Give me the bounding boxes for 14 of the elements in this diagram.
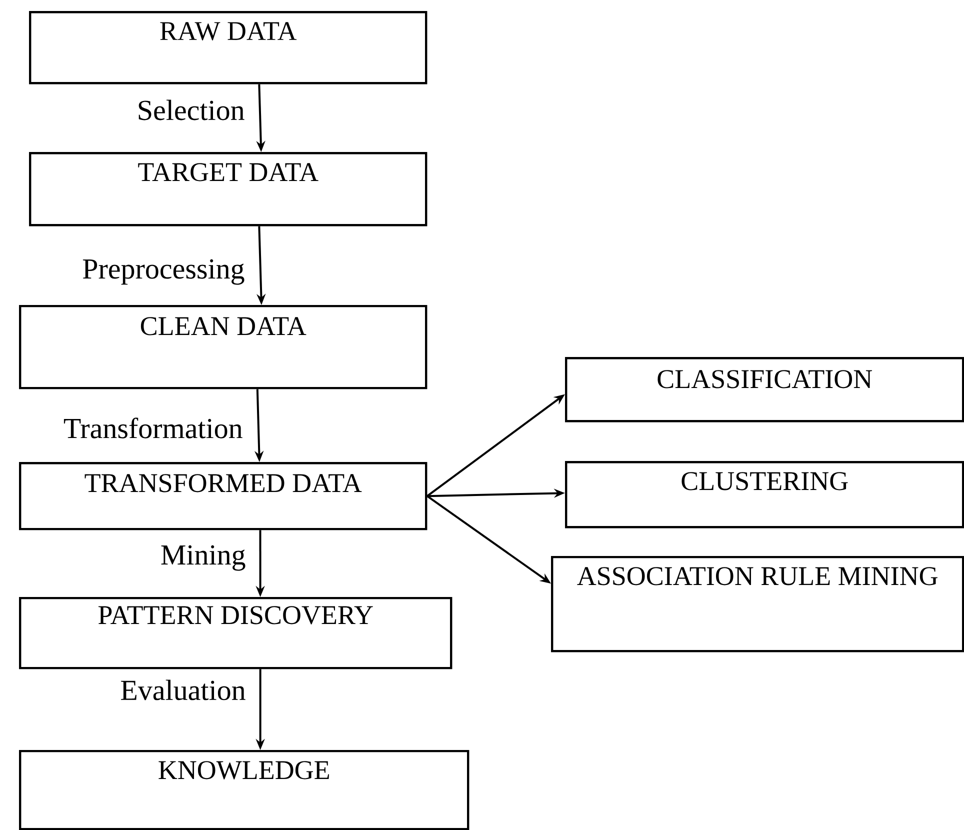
edge-label: Evaluation [121, 680, 246, 700]
process-box: ASSOCIATION RULE MINING [551, 556, 964, 652]
process-box: TARGET DATA [29, 152, 428, 226]
process-box: KNOWLEDGE [19, 750, 470, 830]
process-box: TRANSFORMED DATA [19, 462, 428, 530]
process-box: RAW DATA [29, 11, 428, 84]
process-box: CLEAN DATA [19, 304, 428, 390]
process-box: CLASSIFICATION [565, 356, 964, 422]
edge-label: Transformation [64, 418, 242, 438]
edge-label: Preprocessing [82, 259, 244, 285]
process-box: CLUSTERING [565, 460, 964, 528]
edge-label: Mining [161, 545, 246, 571]
edge-label: Selection [138, 100, 244, 120]
process-box: PATTERN DISCOVERY [19, 596, 452, 670]
